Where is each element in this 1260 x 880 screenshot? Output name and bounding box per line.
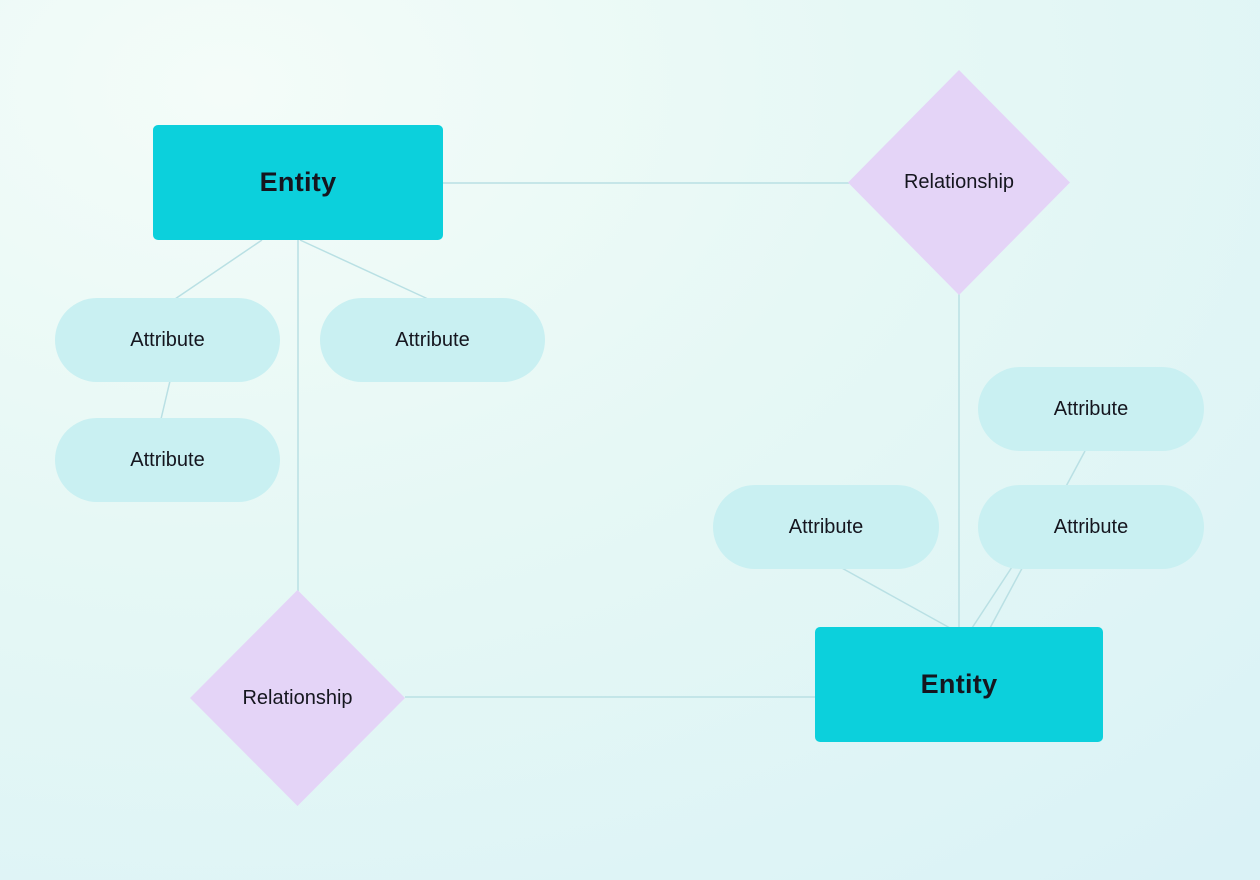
relationship-label: Relationship [242,686,353,709]
attribute-label: Attribute [1053,515,1129,538]
connector-attribute1-attribute3 [160,380,171,420]
entity-node-top-left[interactable]: Entity [153,125,443,240]
attribute-label: Attribute [130,448,205,471]
attribute-node-left-2[interactable]: Attribute [320,298,545,382]
attribute-label: Attribute [1053,397,1129,420]
entity-label: Entity [920,669,998,699]
connector-attribute6-entity2 [971,566,1013,629]
connector-attribute5-entity2 [839,566,951,629]
attribute-label: Attribute [130,328,205,351]
relationship-label: Relationship [903,171,1015,193]
relationship-node-bottom-left[interactable]: Relationship [190,590,405,806]
entity-label: Entity [259,167,337,197]
attribute-node-right-2[interactable]: Attribute [713,485,939,569]
attribute-node-left-3[interactable]: Attribute [55,418,280,502]
attribute-node-right-1[interactable]: Attribute [978,367,1204,451]
attribute-node-left-1[interactable]: Attribute [55,298,280,382]
connector-entity1-attribute1 [174,239,263,300]
entity-node-bottom-right[interactable]: Entity [815,627,1103,742]
relationship-node-top-right[interactable]: Relationship [848,70,1070,295]
connector-entity1-attribute2 [299,239,429,300]
attribute-label: Attribute [395,328,470,351]
attribute-label: Attribute [788,515,864,538]
attribute-node-right-3[interactable]: Attribute [978,485,1204,569]
